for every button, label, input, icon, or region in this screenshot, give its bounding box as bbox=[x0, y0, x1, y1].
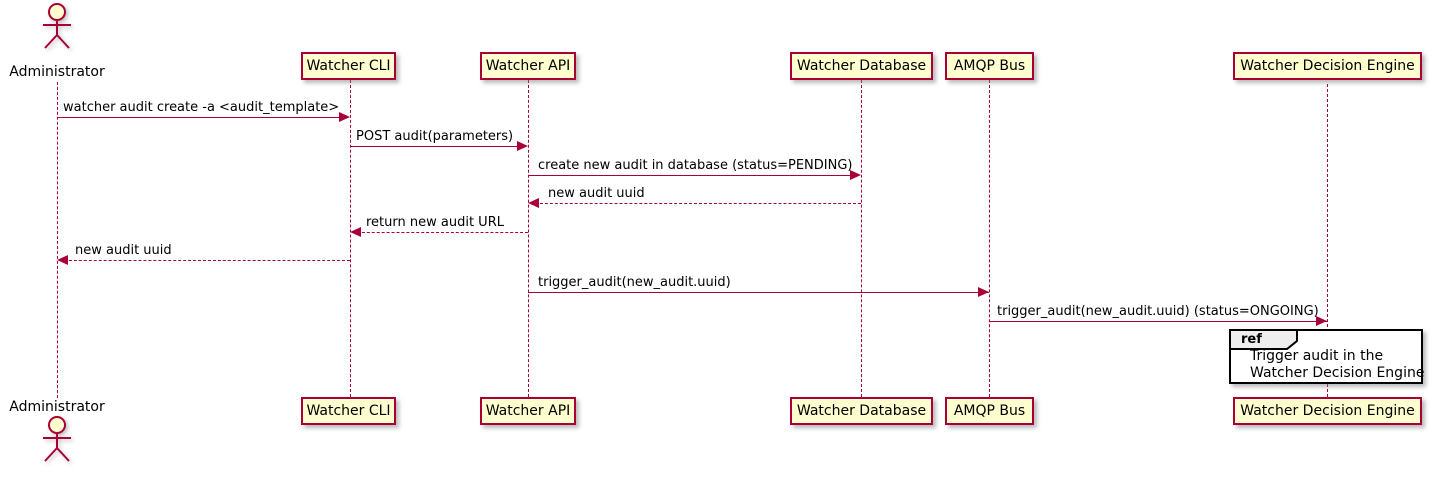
arrowhead-icon bbox=[57, 255, 68, 265]
ref-fragment: ref Trigger audit in the Watcher Decisio… bbox=[1229, 329, 1424, 384]
arrowhead-icon bbox=[978, 287, 989, 297]
ref-text: Trigger audit in the Watcher Decision En… bbox=[1250, 348, 1424, 382]
participant-watcher-decision-engine-bottom: Watcher Decision Engine bbox=[1233, 397, 1422, 425]
participant-amqp-bus-top: AMQP Bus bbox=[945, 52, 1034, 80]
arrowhead-icon bbox=[1316, 316, 1327, 326]
arrowhead-icon bbox=[350, 227, 361, 237]
participant-watcher-cli-top: Watcher CLI bbox=[301, 52, 396, 80]
participant-label: Watcher CLI bbox=[306, 58, 391, 74]
message-label: return new audit URL bbox=[366, 215, 504, 230]
message-line bbox=[990, 321, 1327, 322]
participant-label: Watcher Database bbox=[796, 58, 927, 74]
message-line bbox=[530, 203, 861, 204]
message-label: POST audit(parameters) bbox=[356, 129, 514, 144]
ref-keyword: ref bbox=[1241, 332, 1262, 347]
message-label: new audit uuid bbox=[75, 243, 172, 258]
arrowhead-icon bbox=[517, 141, 528, 151]
participant-watcher-api-bottom: Watcher API bbox=[480, 397, 576, 425]
ref-tag-icon bbox=[1229, 329, 1298, 350]
actor-label-bottom: Administrator bbox=[9, 399, 105, 415]
ref-text-line: Watcher Decision Engine bbox=[1250, 365, 1425, 381]
participant-label: Watcher API bbox=[485, 403, 571, 419]
actor-label-top: Administrator bbox=[9, 64, 105, 80]
participant-label: AMQP Bus bbox=[953, 58, 1026, 74]
message-label: trigger_audit(new_audit.uuid) bbox=[538, 275, 731, 290]
message-label: watcher audit create -a <audit_template> bbox=[63, 100, 340, 115]
participant-label: AMQP Bus bbox=[953, 403, 1026, 419]
lifeline-watcher-decision-engine bbox=[1327, 84, 1328, 397]
arrowhead-icon bbox=[850, 170, 861, 180]
message-line bbox=[528, 292, 989, 293]
lifeline-watcher-cli bbox=[349, 80, 351, 397]
participant-label: Watcher Database bbox=[796, 403, 927, 419]
participant-label: Watcher API bbox=[485, 58, 571, 74]
participant-label: Watcher CLI bbox=[306, 403, 391, 419]
actor-icon bbox=[43, 3, 71, 49]
actor-icon bbox=[43, 416, 71, 462]
lifeline-administrator bbox=[56, 82, 58, 398]
message-label: new audit uuid bbox=[548, 186, 645, 201]
participant-watcher-api-top: Watcher API bbox=[480, 52, 576, 80]
arrowhead-icon bbox=[528, 198, 539, 208]
participant-amqp-bus-bottom: AMQP Bus bbox=[945, 397, 1034, 425]
message-label: create new audit in database (status=PEN… bbox=[538, 158, 853, 173]
lifeline-amqp-bus bbox=[989, 80, 990, 397]
participant-watcher-cli-bottom: Watcher CLI bbox=[301, 397, 396, 425]
lifeline-watcher-api bbox=[527, 80, 529, 397]
lifeline-watcher-database bbox=[861, 80, 862, 397]
message-line bbox=[57, 117, 348, 118]
message-label: trigger_audit(new_audit.uuid) (status=ON… bbox=[997, 304, 1319, 319]
ref-text-line: Trigger audit in the bbox=[1250, 348, 1384, 364]
message-line bbox=[350, 146, 526, 147]
message-line bbox=[59, 260, 350, 261]
participant-label: Watcher Decision Engine bbox=[1240, 58, 1415, 74]
participant-watcher-decision-engine-top: Watcher Decision Engine bbox=[1233, 52, 1422, 80]
participant-watcher-database-bottom: Watcher Database bbox=[790, 397, 933, 425]
participant-watcher-database-top: Watcher Database bbox=[790, 52, 933, 80]
arrowhead-icon bbox=[339, 112, 350, 122]
message-line bbox=[352, 232, 528, 233]
participant-label: Watcher Decision Engine bbox=[1240, 403, 1415, 419]
message-line bbox=[528, 175, 859, 176]
